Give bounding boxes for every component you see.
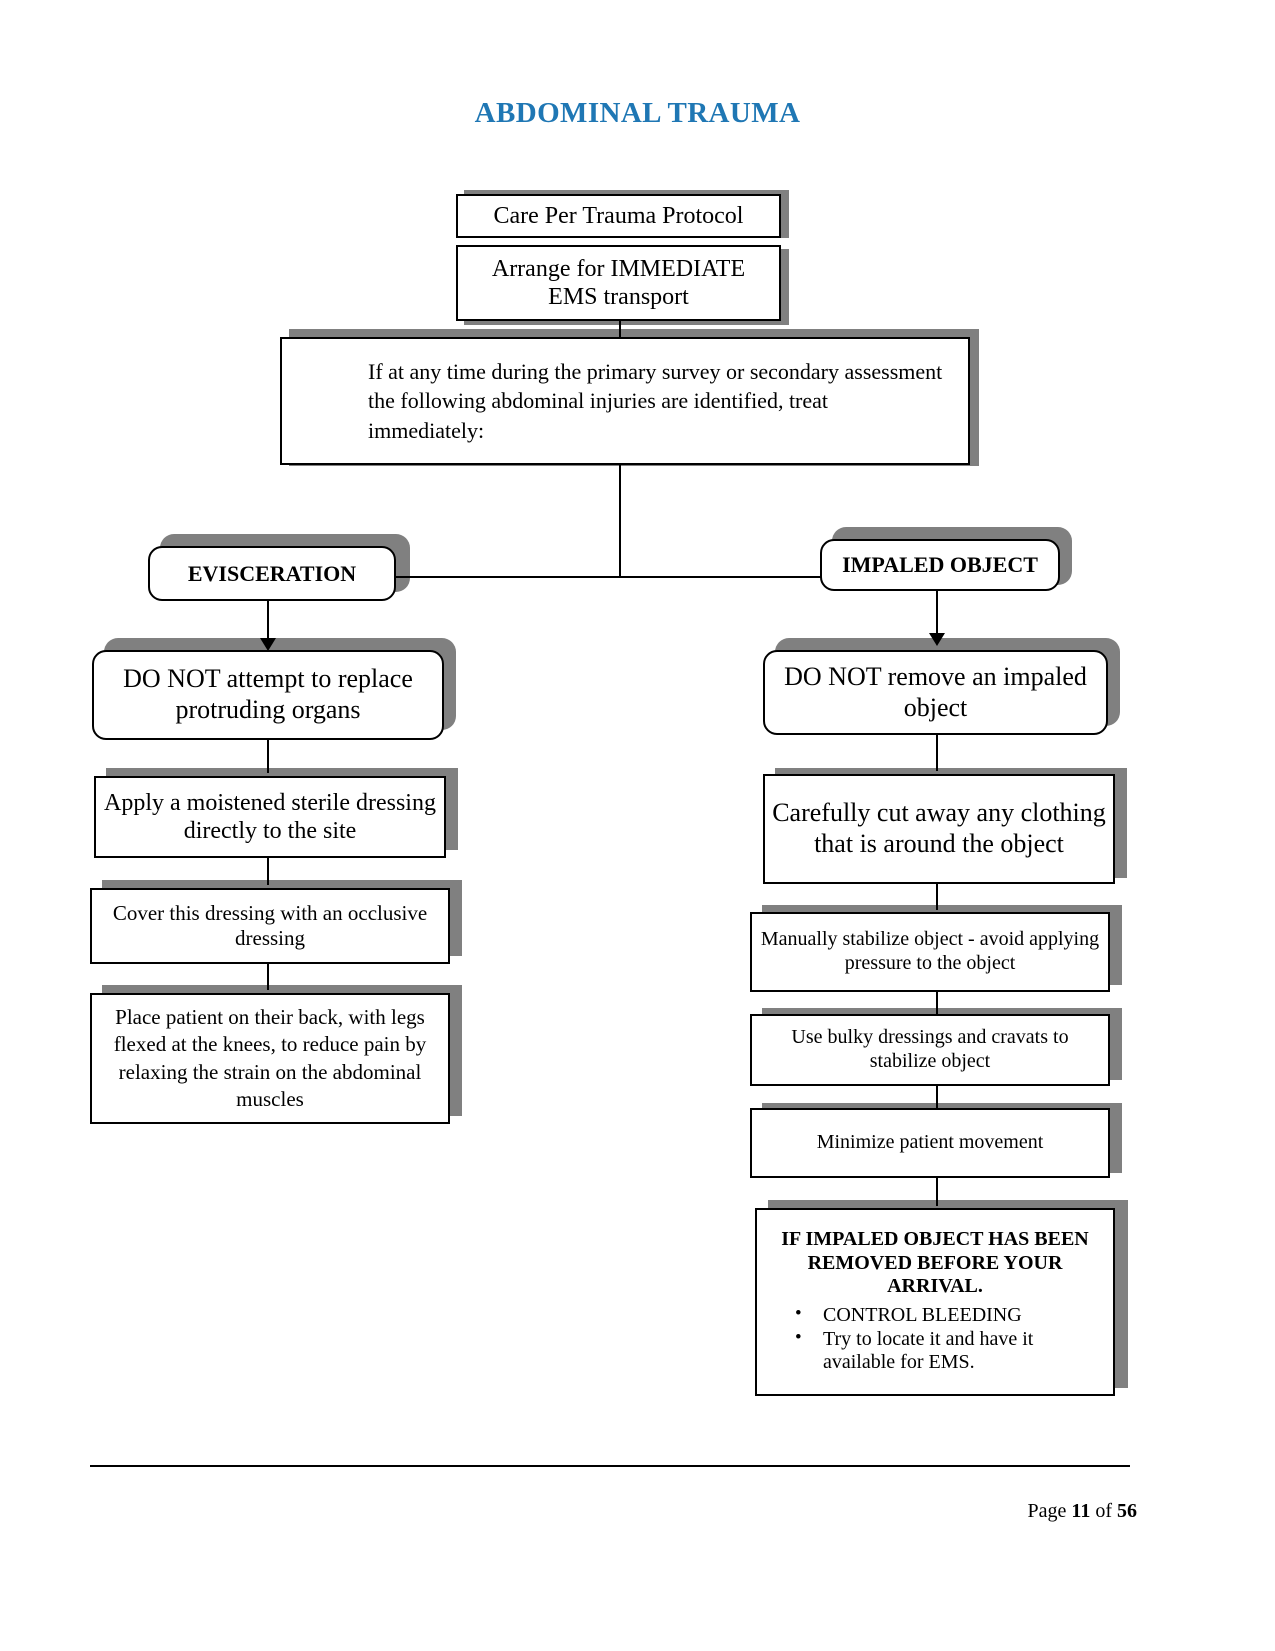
- connector-line: [936, 1178, 938, 1206]
- node-care-per-trauma-protocol: Care Per Trauma Protocol: [456, 194, 781, 238]
- page-title: ABDOMINAL TRAUMA: [474, 97, 801, 129]
- removed-object-actions-list: CONTROL BLEEDING Try to locate it and ha…: [761, 1303, 1109, 1375]
- connector-line: [936, 992, 938, 1014]
- connector-line: [267, 601, 269, 641]
- arrowhead-icon: [260, 638, 276, 651]
- node-label: Carefully cut away any clothing that is …: [772, 798, 1106, 858]
- connector-line: [936, 735, 938, 771]
- node-use-bulky-dressings: Use bulky dressings and cravats to stabi…: [750, 1014, 1110, 1086]
- connector-line: [936, 591, 938, 638]
- footer-divider: [90, 1465, 1130, 1467]
- footer-middle: of: [1090, 1500, 1117, 1522]
- node-label: DO NOT attempt to replace protruding org…: [123, 664, 413, 724]
- node-manually-stabilize-object: Manually stabilize object - avoid applyi…: [750, 912, 1110, 992]
- footer-prefix: Page: [1027, 1500, 1072, 1522]
- connector-line: [390, 576, 830, 578]
- node-label: Manually stabilize object - avoid applyi…: [760, 928, 1100, 974]
- node-minimize-patient-movement: Minimize patient movement: [750, 1108, 1110, 1178]
- arrowhead-icon: [929, 633, 945, 646]
- connector-line: [267, 858, 269, 885]
- node-branch-evisceration: EVISCERATION: [148, 546, 396, 601]
- connector-line: [267, 740, 269, 773]
- node-apply-moistened-dressing: Apply a moistened sterile dressing direc…: [94, 776, 446, 858]
- node-label: Cover this dressing with an occlusive dr…: [112, 901, 428, 950]
- node-do-not-replace-organs: DO NOT attempt to replace protruding org…: [92, 650, 444, 740]
- node-place-patient-on-back: Place patient on their back, with legs f…: [90, 993, 450, 1124]
- footer-total-pages: 56: [1117, 1500, 1137, 1522]
- connector-line: [936, 884, 938, 910]
- node-label: EVISCERATION: [187, 560, 357, 586]
- node-arrange-immediate-ems-transport: Arrange for IMMEDIATE EMS transport: [456, 245, 781, 321]
- node-label: Apply a moistened sterile dressing direc…: [104, 789, 436, 844]
- node-label: Care Per Trauma Protocol: [493, 202, 744, 229]
- node-if-object-removed-before-arrival: IF IMPALED OBJECT HAS BEEN REMOVED BEFOR…: [755, 1208, 1115, 1396]
- node-cover-occlusive-dressing: Cover this dressing with an occlusive dr…: [90, 888, 450, 964]
- page-footer: Page 11 of 56: [1028, 1500, 1137, 1523]
- node-cut-away-clothing: Carefully cut away any clothing that is …: [763, 774, 1115, 884]
- connector-line: [619, 321, 621, 337]
- footer-page-number: 11: [1071, 1500, 1091, 1522]
- connector-line: [619, 465, 621, 577]
- node-branch-impaled-object: IMPALED OBJECT: [820, 539, 1060, 591]
- list-item: CONTROL BLEEDING: [787, 1303, 1109, 1327]
- connector-line: [267, 964, 269, 990]
- node-label: Minimize patient movement: [816, 1131, 1044, 1154]
- node-label: Place patient on their back, with legs f…: [113, 1004, 427, 1111]
- node-label: Arrange for IMMEDIATE EMS transport: [491, 255, 746, 310]
- node-do-not-remove-impaled-object: DO NOT remove an impaled object: [763, 650, 1108, 735]
- connector-line: [936, 1086, 938, 1108]
- node-label: IMPALED OBJECT: [842, 552, 1038, 578]
- node-label: If at any time during the primary survey…: [368, 359, 943, 443]
- node-trigger-statement: If at any time during the primary survey…: [280, 337, 970, 465]
- node-label: Use bulky dressings and cravats to stabi…: [791, 1026, 1069, 1072]
- node-heading: IF IMPALED OBJECT HAS BEEN REMOVED BEFOR…: [781, 1228, 1089, 1297]
- node-label: DO NOT remove an impaled object: [784, 661, 1087, 722]
- list-item: Try to locate it and have it available f…: [787, 1327, 1109, 1374]
